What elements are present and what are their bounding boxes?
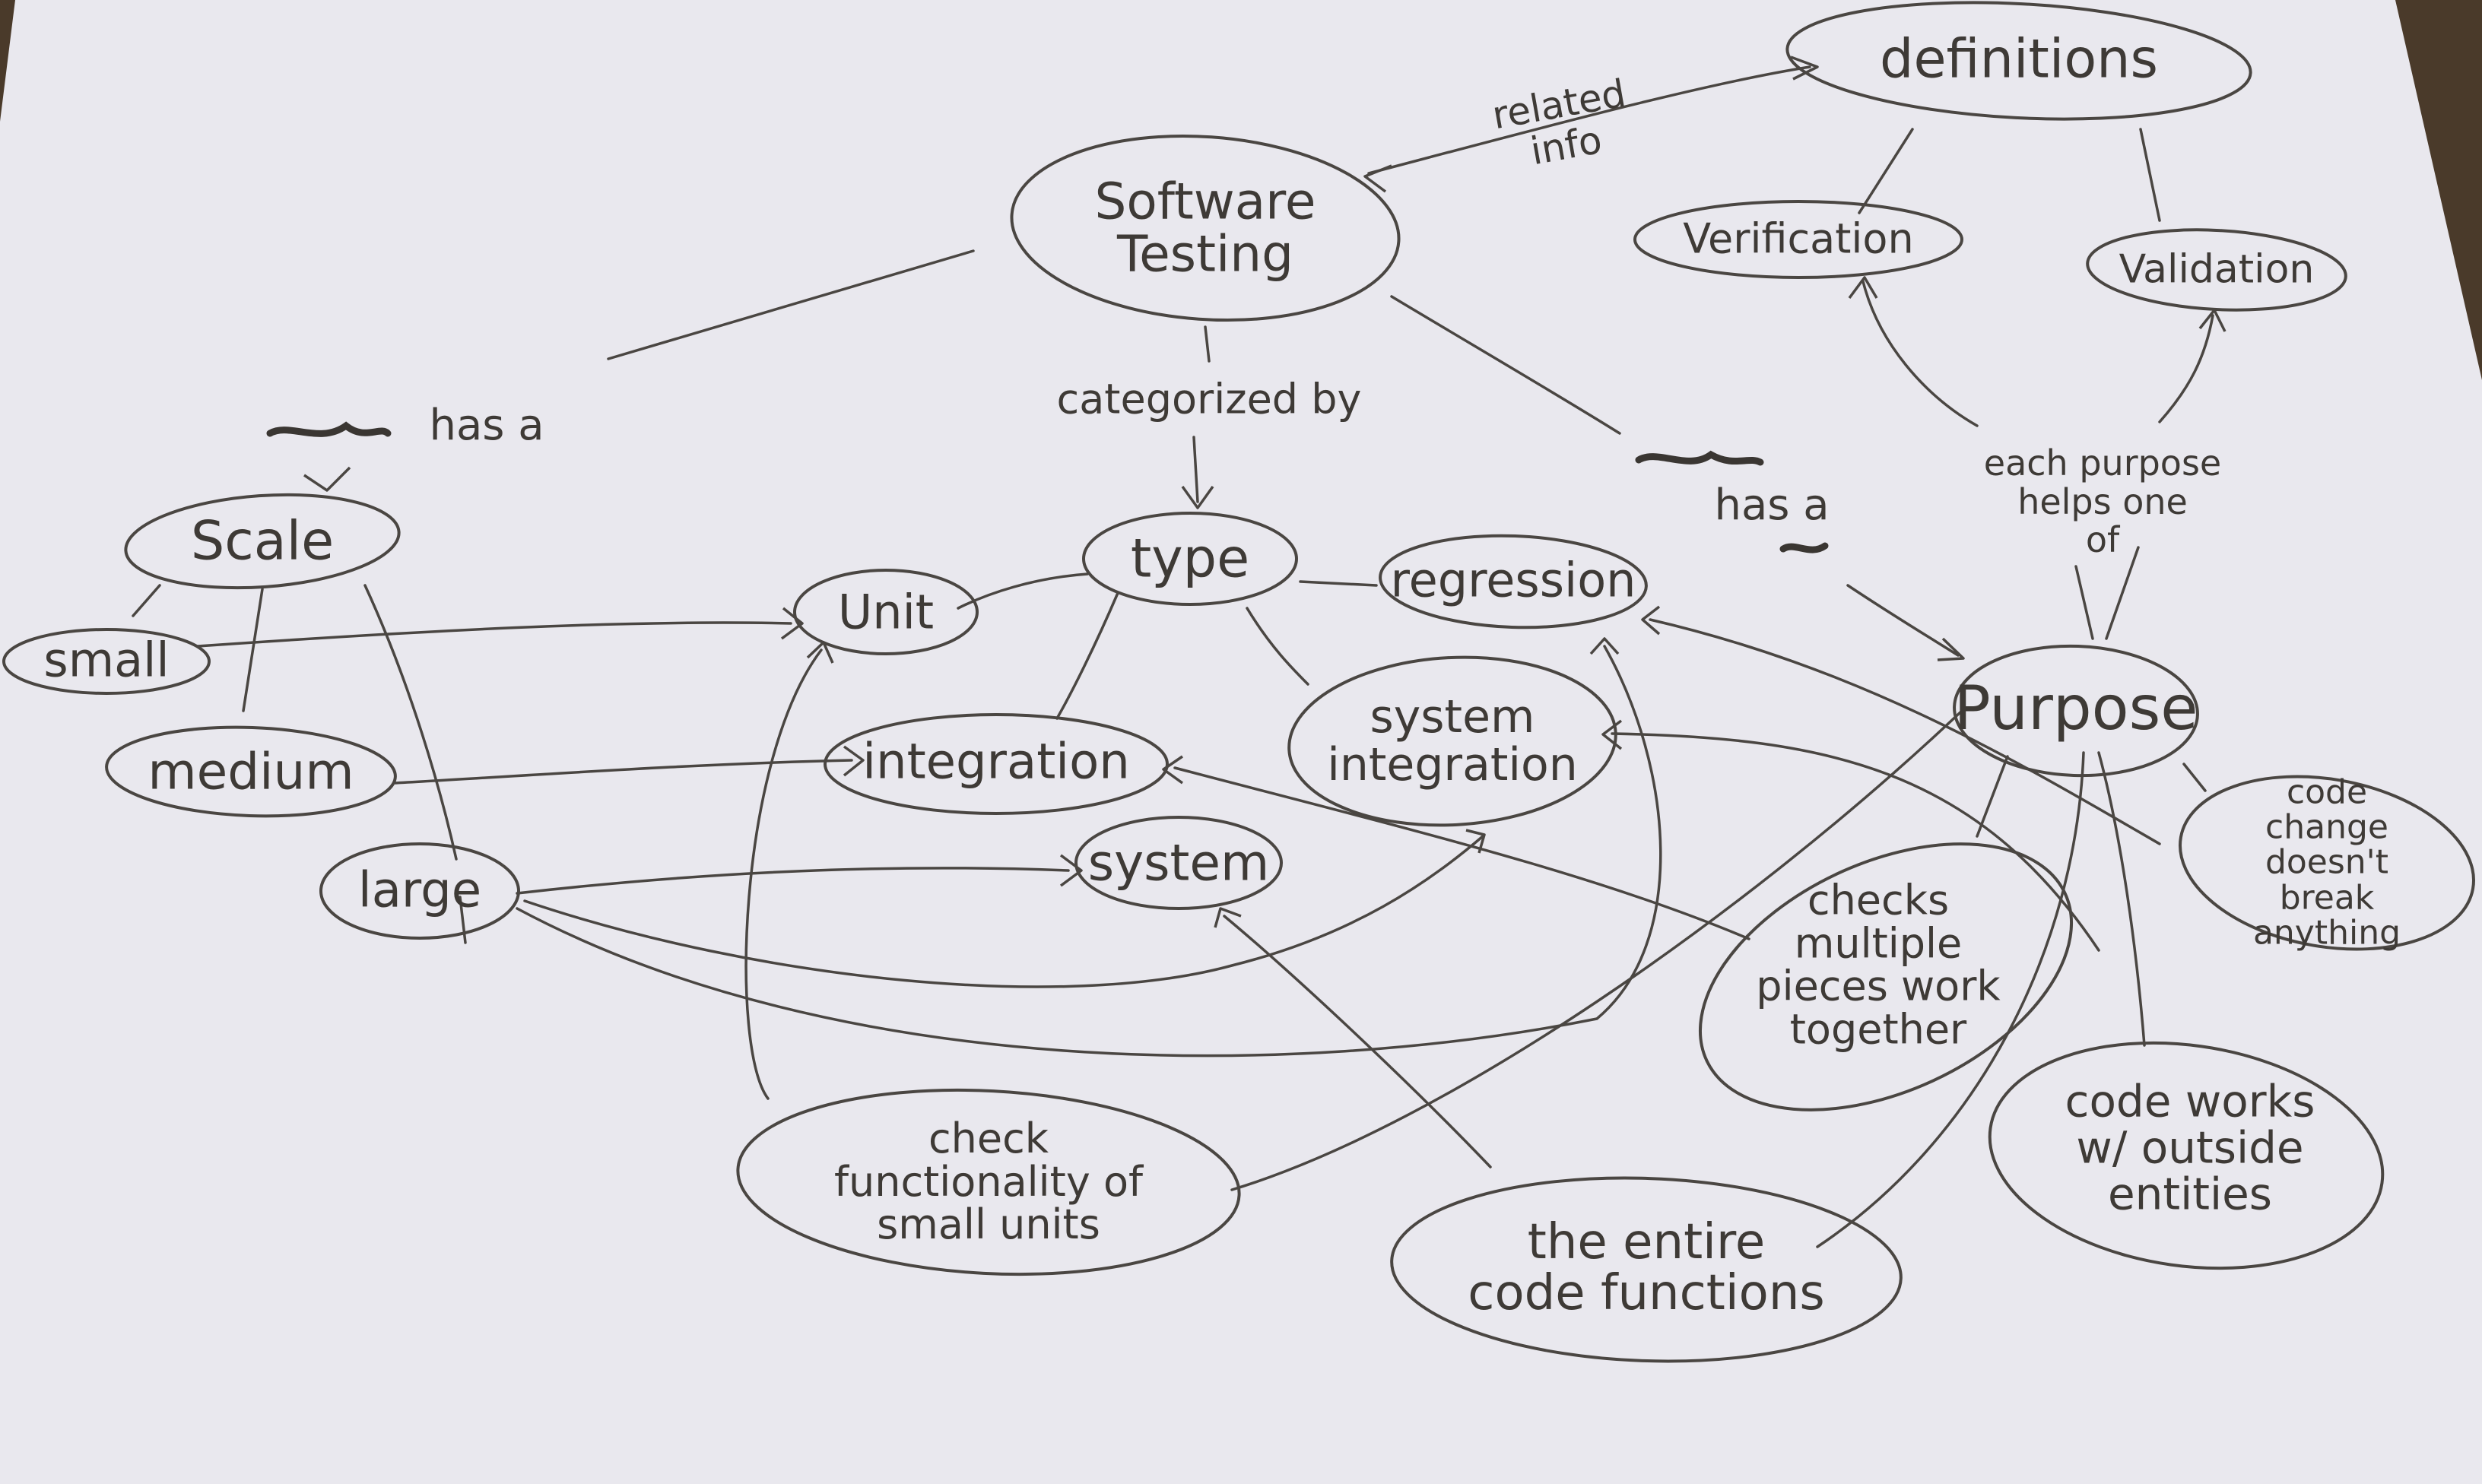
edge-scale-large-tail xyxy=(459,896,467,944)
edge-scale-medium xyxy=(242,588,264,712)
edge-definitions-validation xyxy=(2139,128,2161,222)
edge-type-regression xyxy=(1299,580,1378,587)
edge-testing-type xyxy=(1204,325,1211,363)
edge-check-purpose xyxy=(1230,709,1963,1191)
edge-label-each-purpose: each purpose helps one of xyxy=(1983,442,2222,561)
edge-head-integration-multi xyxy=(1162,755,1184,785)
edge-testing-definitions xyxy=(1367,65,1811,175)
definitions-ellipse xyxy=(1785,1,2252,121)
small-ellipse xyxy=(2,628,211,695)
edge-scale-large xyxy=(363,584,458,861)
system-ellipse xyxy=(1074,816,1283,910)
code-change-ellipse xyxy=(2179,775,2475,951)
node-type: type xyxy=(1130,527,1250,590)
edge-large-sysint xyxy=(523,835,1484,988)
edge-head-system-entire xyxy=(1214,907,1242,928)
edge-large-regression xyxy=(516,645,1662,1058)
edge-purpose-multiple xyxy=(1976,755,2009,838)
large-ellipse xyxy=(319,842,520,940)
node-regression: regression xyxy=(1390,552,1636,608)
node-purpose: Purpose xyxy=(1954,673,2198,744)
node-code-works: code works w/ outside entities xyxy=(2065,1075,2315,1220)
node-medium: medium xyxy=(148,742,354,801)
edge-label-has-a-left: has a xyxy=(429,401,544,451)
node-checks-multiple: checks multiple pieces work together xyxy=(1756,876,2001,1054)
node-system-integration: system integration xyxy=(1327,690,1578,791)
edge-head-scale xyxy=(303,466,351,492)
edge-testing-purpose-1 xyxy=(1390,295,1621,435)
edge-head-testing xyxy=(1363,164,1392,193)
regression-ellipse xyxy=(1379,534,1648,629)
edge-purpose-validation xyxy=(2158,314,2214,423)
edge-head-sysint-large xyxy=(1465,829,1486,854)
edge-purpose-codeworks xyxy=(2097,751,2146,1047)
node-scale: Scale xyxy=(190,509,335,572)
scribble-right-1 xyxy=(1635,450,1764,466)
node-code-change: code change doesn't break anything xyxy=(2252,772,2401,953)
node-check-functionality: check functionality of small units xyxy=(833,1114,1144,1249)
edge-medium-integration xyxy=(394,759,853,785)
edge-large-system xyxy=(516,867,1070,895)
edge-purpose-codechange xyxy=(2182,763,2207,792)
scale-ellipse xyxy=(124,493,401,590)
edge-type-sysint xyxy=(1246,607,1309,686)
check-functionality-ellipse xyxy=(736,1088,1241,1276)
edge-purpose-verification xyxy=(1862,280,1979,427)
software-testing-ellipse xyxy=(1010,134,1401,322)
edge-check-unit xyxy=(744,648,823,1100)
node-validation: Validation xyxy=(2119,246,2315,293)
edge-small-unit xyxy=(196,621,792,648)
edge-purpose-label-2 xyxy=(2105,546,2140,640)
node-verification: Verification xyxy=(1683,214,1914,263)
edge-purpose-label-1 xyxy=(2074,565,2094,640)
edge-entire-system xyxy=(1223,915,1492,1168)
edge-head-verification xyxy=(1848,276,1878,300)
edge-head-system xyxy=(1059,854,1083,887)
edge-head-integration xyxy=(843,745,865,777)
edge-type-integration xyxy=(1055,591,1119,720)
scribble-right-2 xyxy=(1779,542,1829,553)
edge-type-unit xyxy=(957,572,1089,610)
edge-head-purpose xyxy=(1937,637,1965,661)
medium-ellipse xyxy=(105,725,397,818)
edge-head-definitions xyxy=(1790,55,1819,81)
edge-testing-purpose-2 xyxy=(1846,584,1960,657)
integration-ellipse xyxy=(824,713,1169,815)
node-unit: Unit xyxy=(837,584,935,640)
node-integration: integration xyxy=(862,734,1130,791)
checks-multiple-ellipse xyxy=(1698,842,2074,1111)
edge-multiple-integration xyxy=(1173,766,1750,940)
edge-head-regression-change xyxy=(1641,605,1661,636)
node-large: large xyxy=(357,862,482,919)
edge-codeworks-sysint xyxy=(1611,732,2100,952)
edge-definitions-verification xyxy=(1858,128,1914,214)
edge-type-arrow xyxy=(1192,436,1199,503)
node-entire-code: the entire code functions xyxy=(1468,1213,1825,1321)
type-ellipse xyxy=(1082,512,1298,606)
validation-ellipse xyxy=(2086,228,2347,312)
edge-label-has-a-right: has a xyxy=(1714,480,1830,531)
node-system: system xyxy=(1087,833,1270,893)
verification-ellipse xyxy=(1633,200,1963,279)
edge-testing-scale xyxy=(607,249,975,360)
node-small: small xyxy=(43,632,170,688)
node-software-testing: Software Testing xyxy=(1094,172,1316,284)
unit-ellipse xyxy=(793,569,979,655)
purpose-ellipse xyxy=(1953,644,2199,778)
scribble-left xyxy=(266,421,392,437)
entire-code-ellipse xyxy=(1390,1176,1903,1363)
node-definitions: definitions xyxy=(1880,27,2158,90)
edge-head-regression-large xyxy=(1589,637,1620,655)
system-integration-ellipse xyxy=(1287,655,1617,827)
edge-head-unit xyxy=(780,607,804,640)
edge-codechange-regression xyxy=(1649,618,2161,845)
edge-label-categorized-by: categorized by xyxy=(1056,375,1362,423)
code-works-ellipse xyxy=(1988,1041,2385,1270)
edge-scale-small xyxy=(132,584,161,617)
edge-head-type xyxy=(1181,485,1214,509)
